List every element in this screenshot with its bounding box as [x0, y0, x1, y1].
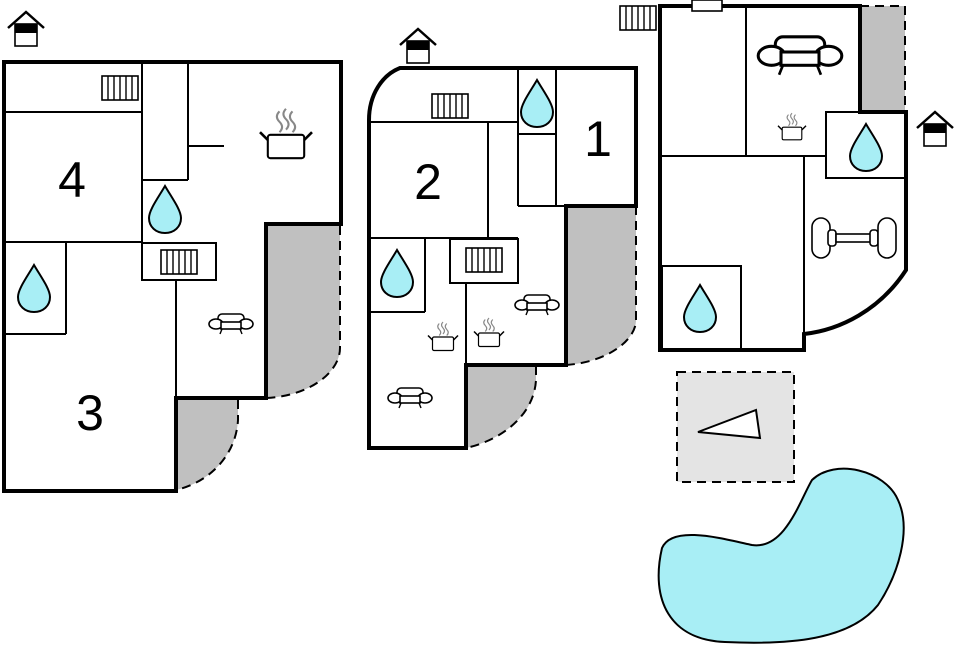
terrace-right: [860, 6, 905, 110]
terrace-left-upper: [266, 226, 340, 398]
sofa-icon: [208, 313, 254, 335]
middle-building: 1 2: [367, 27, 638, 450]
left-building: 4 3: [2, 10, 343, 493]
water-drop-icon: [380, 249, 414, 298]
sofa-icon: [756, 35, 844, 77]
water-drop-icon: [683, 284, 717, 333]
sofa-icon: [387, 387, 433, 409]
right-building: [619, 0, 955, 352]
room-number-2: 2: [414, 154, 442, 210]
terrace-left-lower-edge: [175, 400, 239, 491]
room-number-1: 1: [584, 111, 612, 167]
radiator-icon: [465, 247, 503, 273]
middle-building-outer-wall: [367, 66, 638, 450]
sofa-icon: [514, 294, 560, 316]
terrace-left-lower: [176, 400, 238, 490]
entrance-house-icon: [6, 10, 46, 48]
cooking-pot-icon: [258, 107, 314, 160]
terrace-middle-upper: [566, 206, 636, 365]
water-drop-icon: [17, 264, 51, 313]
radiator-icon: [160, 249, 198, 275]
compass-arrow-icon: [697, 408, 762, 440]
terrace-left-upper-edge: [265, 226, 341, 399]
cooking-pot-icon: [777, 112, 807, 141]
water-drop-icon: [520, 79, 554, 128]
dumbbell-icon: [811, 217, 897, 259]
water-drop-icon: [148, 185, 182, 234]
room-number-4: 4: [58, 152, 86, 208]
radiator-icon: [619, 5, 657, 31]
water-drop-icon: [849, 123, 883, 172]
terrace-right-edge: [860, 5, 906, 110]
entrance-house-icon: [915, 110, 955, 148]
swimming-pool: [657, 467, 905, 644]
radiator-icon: [101, 75, 139, 101]
cooking-pot-icon: [473, 317, 505, 348]
entrance-house-icon: [398, 27, 438, 65]
terrace-middle-lower: [466, 366, 536, 448]
window-marker: [691, 0, 723, 12]
left-building-outer-wall: [2, 60, 343, 493]
cooking-pot-icon: [427, 321, 459, 352]
terrace-middle-lower-edge: [465, 366, 537, 449]
room-number-3: 3: [76, 385, 104, 441]
radiator-icon: [431, 93, 469, 119]
